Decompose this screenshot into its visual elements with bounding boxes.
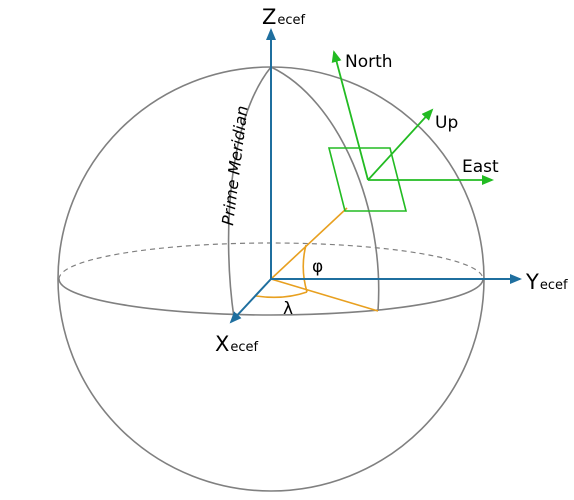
tangent-plane bbox=[327, 147, 408, 212]
up-label: Up bbox=[435, 113, 458, 133]
prime-meridian bbox=[227, 66, 272, 319]
prime-meridian-label: Prime Meridian bbox=[218, 105, 252, 227]
east-label: East bbox=[462, 157, 499, 177]
z-axis-label: Zecef bbox=[262, 5, 306, 29]
longitude-symbol: λ bbox=[283, 299, 293, 319]
radius-to-point bbox=[270, 207, 348, 280]
north-arrow bbox=[331, 50, 369, 181]
north-label: North bbox=[345, 52, 393, 72]
x-axis-label: Xecef bbox=[215, 332, 259, 356]
up-arrow bbox=[367, 108, 434, 181]
x-axis bbox=[229, 278, 272, 324]
equator-front bbox=[58, 278, 484, 316]
y-axis-label: Yecef bbox=[525, 270, 568, 294]
latitude-arc bbox=[302, 244, 308, 293]
longitude-arc bbox=[255, 291, 308, 299]
radius-to-equator bbox=[270, 278, 379, 312]
latitude-symbol: φ bbox=[312, 257, 323, 277]
local-meridian bbox=[270, 66, 380, 312]
